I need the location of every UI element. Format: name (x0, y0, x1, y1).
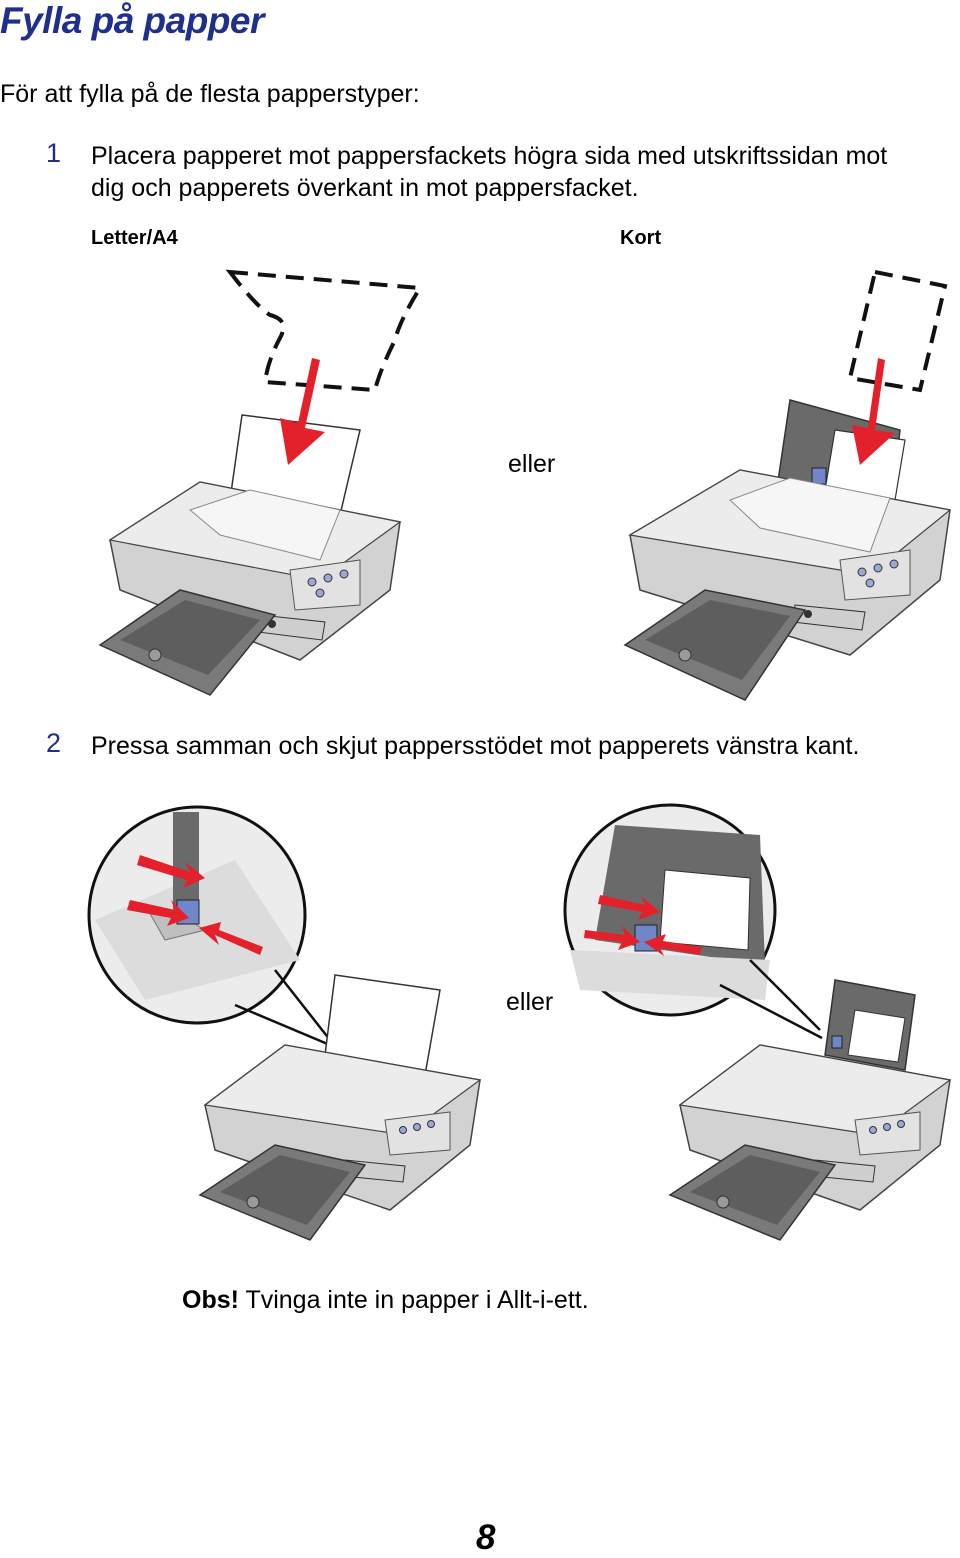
step-1-text-line1: Placera papperet mot pappersfackets högr… (91, 142, 888, 170)
note-label: Obs! (182, 1286, 239, 1314)
printer-card-illustration (623, 269, 952, 701)
printer-letter-illustration (98, 269, 424, 696)
red-arrow-down (280, 358, 325, 465)
step-1-number: 1 (46, 138, 62, 168)
caption-kort: Kort (620, 227, 662, 249)
step-1-text-line2: dig och papperets överkant in mot papper… (91, 174, 639, 202)
red-arrow-right (137, 855, 205, 888)
dashed-paper-outline (225, 269, 424, 393)
paper-guide (811, 467, 827, 485)
red-arrow-left (644, 934, 702, 956)
red-arrow-left (199, 922, 263, 955)
dashed-card-outline (847, 269, 948, 393)
note-text: Tvinga inte in papper i Allt-i-ett. (238, 1286, 589, 1314)
red-arrow-right (584, 926, 640, 950)
step-2-text: Pressa samman och skjut pappersstödet mo… (91, 732, 860, 760)
guide-zoom-card-illustration (563, 803, 952, 1241)
page-number: 8 (476, 1518, 496, 1557)
red-arrow-right (598, 895, 660, 920)
guide-zoom-letter-illustration (87, 805, 482, 1241)
red-arrow-down (852, 358, 895, 465)
step-1-text: Placera papperet mot pappersfackets högr… (91, 140, 951, 204)
note: Obs! Tvinga inte in papper i Allt-i-ett. (182, 1286, 589, 1315)
step-2-number: 2 (46, 728, 62, 758)
or-label-step1: eller (508, 450, 556, 478)
caption-letter-a4: Letter/A4 (91, 227, 178, 249)
intro-text: För att fylla på de flesta papperstyper: (0, 80, 420, 108)
paper-guide (831, 1035, 843, 1049)
red-arrow-right (127, 900, 189, 926)
page-title: Fylla på papper (0, 0, 264, 41)
or-label-step2: eller (506, 988, 554, 1016)
